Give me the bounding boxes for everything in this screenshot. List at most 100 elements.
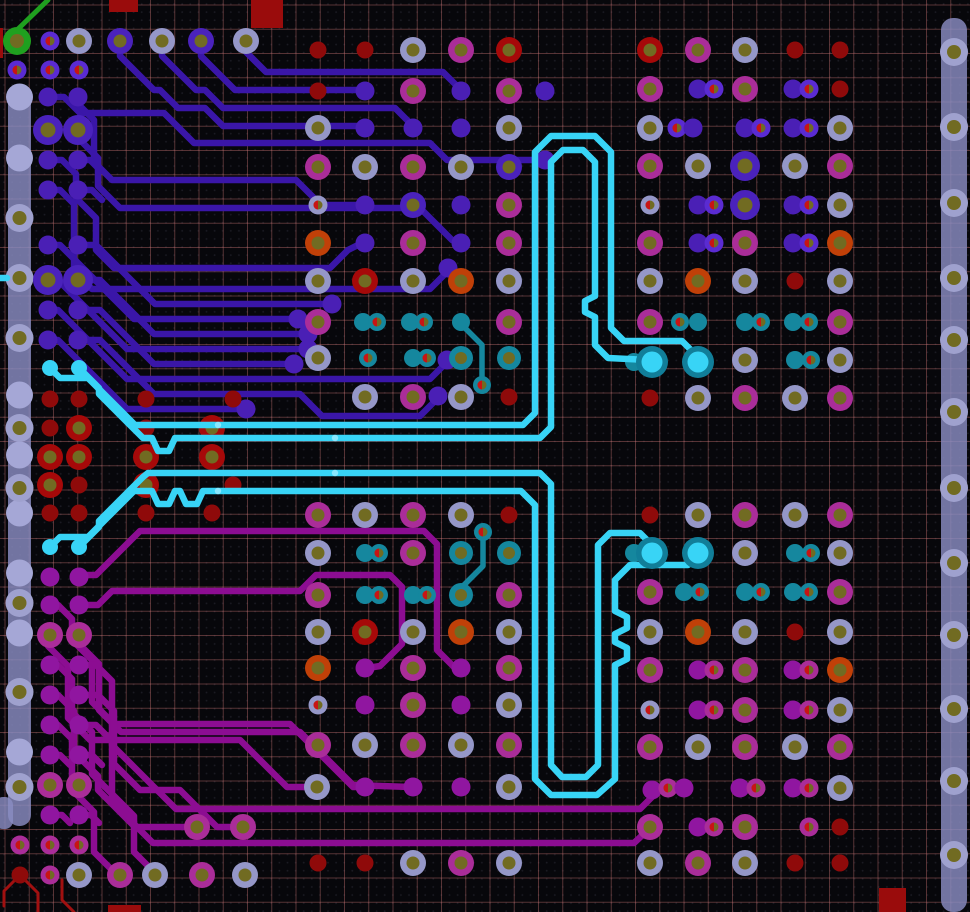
pcb-pad-lav[interactable] (305, 115, 331, 141)
pcb-pad-lavS[interactable] (640, 195, 660, 215)
pcb-pad-cvia[interactable] (636, 346, 668, 378)
pcb-pad-lav[interactable] (496, 692, 522, 718)
pcb-pad-tdot[interactable] (404, 349, 422, 367)
pcb-pad-pdot[interactable] (683, 118, 703, 138)
connector-strip[interactable] (0, 797, 13, 829)
pcb-pad-mdot[interactable] (783, 700, 803, 720)
pcb-pad-org[interactable] (305, 655, 331, 681)
pcb-pad-mag[interactable] (305, 502, 331, 528)
pcb-pad-purS[interactable] (69, 60, 89, 80)
pcb-pad-teal[interactable] (449, 346, 473, 370)
pcb-pad-pdot[interactable] (688, 195, 708, 215)
pcb-pad-lav[interactable] (142, 862, 168, 888)
pcb-pad-purS[interactable] (704, 79, 724, 99)
pcb-pad-tdot[interactable] (356, 586, 374, 604)
pcb-pad-rdot[interactable] (41, 390, 59, 408)
pcb-pad-teal[interactable] (497, 346, 521, 370)
pcb-pad-sping[interactable] (940, 189, 968, 217)
pcb-pad-lav[interactable] (496, 774, 522, 800)
pcb-pad-mdot[interactable] (355, 695, 375, 715)
pcb-pad-tealS[interactable] (800, 583, 818, 601)
pcb-pad-mag[interactable] (637, 734, 663, 760)
pcb-pad-mag[interactable] (400, 692, 426, 718)
pcb-pad-lav[interactable] (496, 850, 522, 876)
pcb-pad-pdot[interactable] (288, 309, 308, 329)
pcb-pad-mag[interactable] (448, 850, 474, 876)
pcb-pad-lav[interactable] (305, 619, 331, 645)
pcb-pad-mag[interactable] (637, 153, 663, 179)
pcb-pad-rdot[interactable] (831, 41, 849, 59)
pcb-pad-mag[interactable] (827, 579, 853, 605)
pcb-pad-mag[interactable] (184, 814, 210, 840)
pcb-pad-tdot[interactable] (786, 544, 804, 562)
pcb-pad-grn[interactable] (3, 27, 31, 55)
pcb-pad-lavS[interactable] (640, 700, 660, 720)
pcb-pad-tealS[interactable] (415, 313, 433, 331)
pcb-pad-magS[interactable] (704, 817, 724, 837)
pcb-pad-mag[interactable] (827, 153, 853, 179)
pcb-pad-mdot[interactable] (674, 778, 694, 798)
pcb-pad-spln[interactable] (6, 499, 33, 527)
pcb-pad-purS[interactable] (799, 118, 819, 138)
copper-markers[interactable] (0, 0, 906, 912)
pcb-pad-tealS[interactable] (473, 376, 491, 394)
pcb-pad-pdot[interactable] (355, 195, 375, 215)
pcb-pad-lav[interactable] (637, 115, 663, 141)
pcb-pad-lav[interactable] (400, 619, 426, 645)
pcb-pad-rdot[interactable] (641, 389, 659, 407)
pcb-pad-pdot[interactable] (68, 330, 88, 350)
pcb-pad-purB[interactable] (730, 190, 760, 220)
pcb-pad-pdot[interactable] (68, 235, 88, 255)
pcb-trace-teal-net[interactable] (460, 535, 486, 589)
pcb-pad-teal[interactable] (449, 583, 473, 607)
pcb-pad-rdot[interactable] (500, 506, 518, 524)
pcb-pad-purB[interactable] (63, 115, 93, 145)
pcb-pad-mdot[interactable] (783, 778, 803, 798)
pcb-pad-mag[interactable] (496, 582, 522, 608)
pcb-pad-pdot[interactable] (403, 118, 423, 138)
pcb-pad-tdot[interactable] (786, 351, 804, 369)
pcb-pad-magS[interactable] (704, 700, 724, 720)
pcb-trace-cyan-diff-pair[interactable] (46, 487, 702, 799)
pcb-trace-magenta-net[interactable] (75, 527, 459, 672)
pcb-pad-magS[interactable] (799, 700, 819, 720)
pcb-pad-pdot[interactable] (451, 118, 471, 138)
pcb-pad-red[interactable] (352, 268, 378, 294)
pcb-trace-red-net[interactable] (60, 878, 76, 912)
pcb-pad-rdot[interactable] (641, 506, 659, 524)
pcb-pad-pdot[interactable] (451, 233, 471, 253)
pcb-pad-rdot[interactable] (11, 866, 29, 884)
pcb-pad-purS[interactable] (799, 233, 819, 253)
pcb-pad-lav[interactable] (305, 268, 331, 294)
pcb-pad-rdot[interactable] (309, 41, 327, 59)
connector-strips[interactable] (0, 18, 968, 912)
pcb-pad-mdot[interactable] (451, 658, 471, 678)
pcb-pad-mag[interactable] (496, 230, 522, 256)
pad-field[interactable] (3, 27, 853, 888)
pcb-pad-lav[interactable] (685, 502, 711, 528)
pcb-pad-mag[interactable] (305, 309, 331, 335)
pcb-pad-mdot[interactable] (451, 695, 471, 715)
pcb-pad-lav[interactable] (827, 347, 853, 373)
pcb-pad-sping[interactable] (940, 113, 968, 141)
pcb-pad-rdot[interactable] (224, 390, 242, 408)
pcb-pad-rdot[interactable] (356, 41, 374, 59)
pcb-pad-purS[interactable] (751, 118, 771, 138)
pcb-pad-mag[interactable] (732, 734, 758, 760)
pcb-pad-mag[interactable] (637, 230, 663, 256)
pcb-pad-pdot[interactable] (535, 81, 555, 101)
pcb-pad-lav[interactable] (827, 775, 853, 801)
pcb-pad-teal[interactable] (497, 541, 521, 565)
pcb-trace-magenta-net[interactable] (75, 571, 406, 672)
pcb-pad-org[interactable] (685, 619, 711, 645)
pcb-pad-sping[interactable] (940, 549, 968, 577)
pcb-pad-lav[interactable] (233, 28, 259, 54)
pcb-pad-pdot[interactable] (783, 79, 803, 99)
pcb-pad-lav[interactable] (305, 345, 331, 371)
pcb-pad-magS[interactable] (799, 778, 819, 798)
pcb-pad-lav[interactable] (448, 154, 474, 180)
pcb-pad-mdot[interactable] (40, 745, 60, 765)
pcb-pad-mag[interactable] (732, 76, 758, 102)
pcb-pad-magS[interactable] (704, 660, 724, 680)
